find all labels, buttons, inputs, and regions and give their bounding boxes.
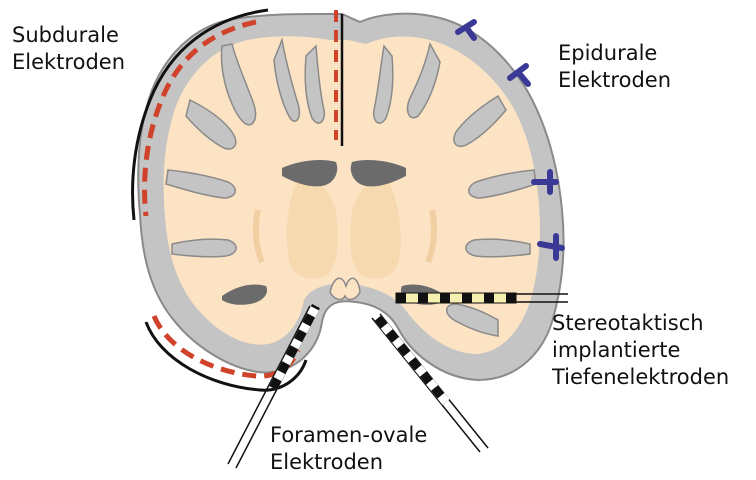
- label-line: Epidurale: [558, 40, 671, 67]
- stereotactic-electrodes-label: Stereotaktisch implantierte Tiefenelektr…: [552, 310, 729, 391]
- label-line: implantierte: [552, 337, 729, 364]
- epidural-electrodes-label: Epidurale Elektroden: [558, 40, 671, 94]
- label-line: Stereotaktisch: [552, 310, 729, 337]
- label-line: Tiefenelektroden: [552, 364, 729, 391]
- label-line: Subdurale: [12, 22, 125, 49]
- depth-contact: [462, 293, 472, 303]
- depth-contact: [484, 293, 494, 303]
- label-line: Elektroden: [12, 49, 125, 76]
- label-line: Foramen-ovale: [270, 422, 427, 449]
- label-line: Elektroden: [558, 67, 671, 94]
- depth-contact: [418, 293, 428, 303]
- depth-contact: [506, 293, 516, 303]
- depth-contact: [396, 293, 406, 303]
- label-line: Elektroden: [270, 449, 427, 476]
- subdural-electrodes-label: Subdurale Elektroden: [12, 22, 125, 76]
- depth-contact: [440, 293, 450, 303]
- foramen-ovale-electrodes-label: Foramen-ovale Elektroden: [270, 422, 427, 476]
